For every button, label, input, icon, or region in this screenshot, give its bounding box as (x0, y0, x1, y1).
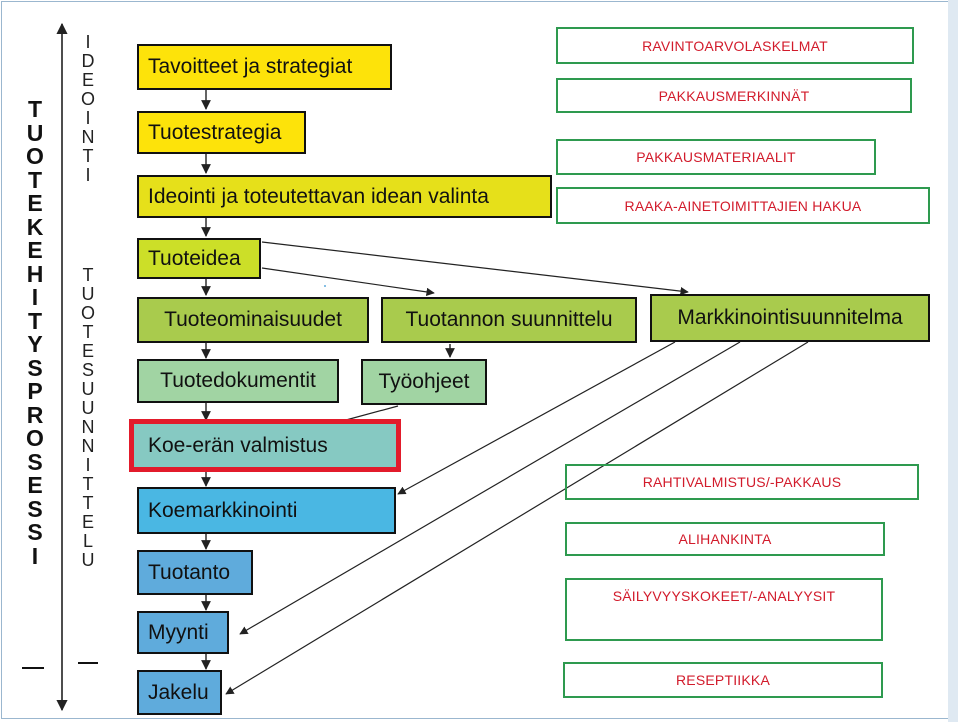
topic-alihankinta: ALIHANKINTA (565, 522, 885, 556)
marketing-arrow (225, 341, 809, 695)
branch-arrow (261, 241, 689, 296)
phase-underline (78, 662, 98, 664)
topic-ravintoarvolaskelmat: RAVINTOARVOLASKELMAT (556, 27, 914, 64)
step-koe-eran-valmistus: Koe-erän valmistus (129, 419, 401, 472)
topic-sailyvyyskokeet: SÄILYVYYSKOKEET/-ANALYYSIT (565, 578, 883, 641)
step-koemarkkinointi: Koemarkkinointi (137, 487, 396, 534)
topic-pakkausmateriaalit: PAKKAUSMATERIAALIT (556, 139, 876, 175)
marketing-arrow (397, 341, 676, 495)
branch-arrow (261, 267, 435, 297)
step-tuotanto: Tuotanto (137, 550, 253, 595)
topic-raaka-ainetoimittajien-hakua: RAAKA-AINETOIMITTAJIEN HAKUA (556, 187, 930, 224)
step-jakelu: Jakelu (137, 670, 222, 715)
step-tuotannon-suunnittelu: Tuotannon suunnittelu (381, 297, 637, 343)
step-tuotestrategia: Tuotestrategia (137, 111, 306, 154)
title-underline (22, 667, 44, 669)
topic-rahtivalmistus: RAHTIVALMISTUS/-PAKKAUS (565, 464, 919, 500)
topic-pakkausmerkinnat: PAKKAUSMERKINNÄT (556, 78, 912, 113)
step-tuoteominaisuudet: Tuoteominaisuudet (137, 297, 369, 343)
join-line (345, 405, 399, 421)
step-myynti: Myynti (137, 611, 229, 654)
step-tuotedokumentit: Tuotedokumentit (137, 359, 339, 403)
marketing-arrow (239, 341, 741, 635)
right-edge-bar (948, 0, 958, 722)
topic-reseptiikka: RESEPTIIKKA (563, 662, 883, 698)
step-tyoohjeet: Työohjeet (361, 359, 487, 405)
step-tuoteidea: Tuoteidea (137, 238, 261, 279)
step-ideointi: Ideointi ja toteutettavan idean valinta (137, 175, 552, 218)
step-markkinointisuunnitelma: Markkinointisuunnitelma (650, 294, 930, 342)
step-tavoitteet: Tavoitteet ja strategiat (137, 44, 392, 90)
